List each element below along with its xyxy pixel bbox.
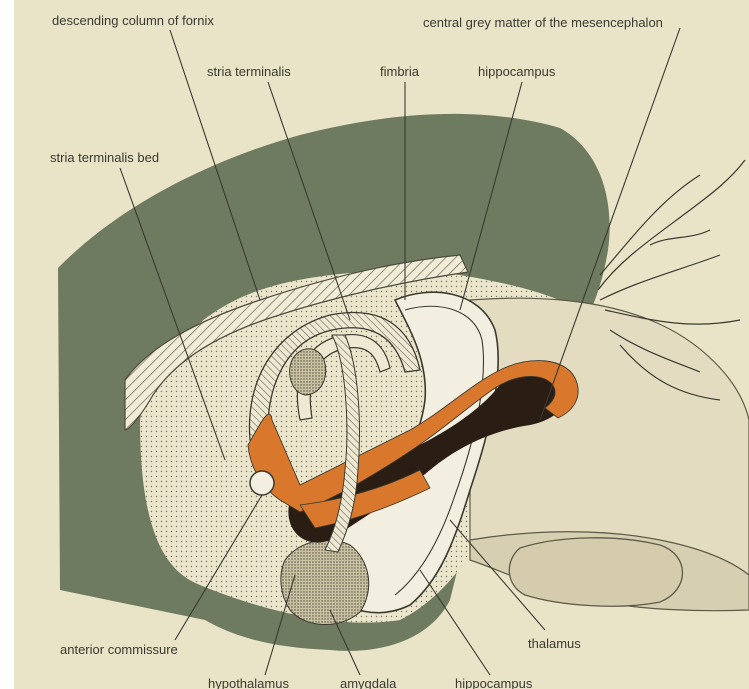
- label-central-grey-matter: central grey matter of the mesencephalon: [423, 15, 663, 30]
- label-stria-terminalis-bed: stria terminalis bed: [50, 150, 159, 165]
- cerebellar-lobe: [509, 538, 682, 606]
- amygdala-region: [281, 540, 369, 625]
- label-fimbria: fimbria: [380, 64, 420, 79]
- mammillary-nucleus: [290, 349, 326, 395]
- label-thalamus: thalamus: [528, 636, 581, 651]
- label-hypothalamus: hypothalamus: [208, 676, 289, 689]
- label-descending-column-of-fornix: descending column of fornix: [52, 13, 214, 28]
- label-anterior-commissure: anterior commissure: [60, 642, 178, 657]
- label-amygdala: amygdala: [340, 676, 397, 689]
- label-hippocampus-bottom: hippocampus: [455, 676, 533, 689]
- white-border-left: [0, 0, 14, 689]
- label-hippocampus-top: hippocampus: [478, 64, 556, 79]
- label-stria-terminalis: stria terminalis: [207, 64, 291, 79]
- anterior-commissure-ring: [250, 471, 274, 495]
